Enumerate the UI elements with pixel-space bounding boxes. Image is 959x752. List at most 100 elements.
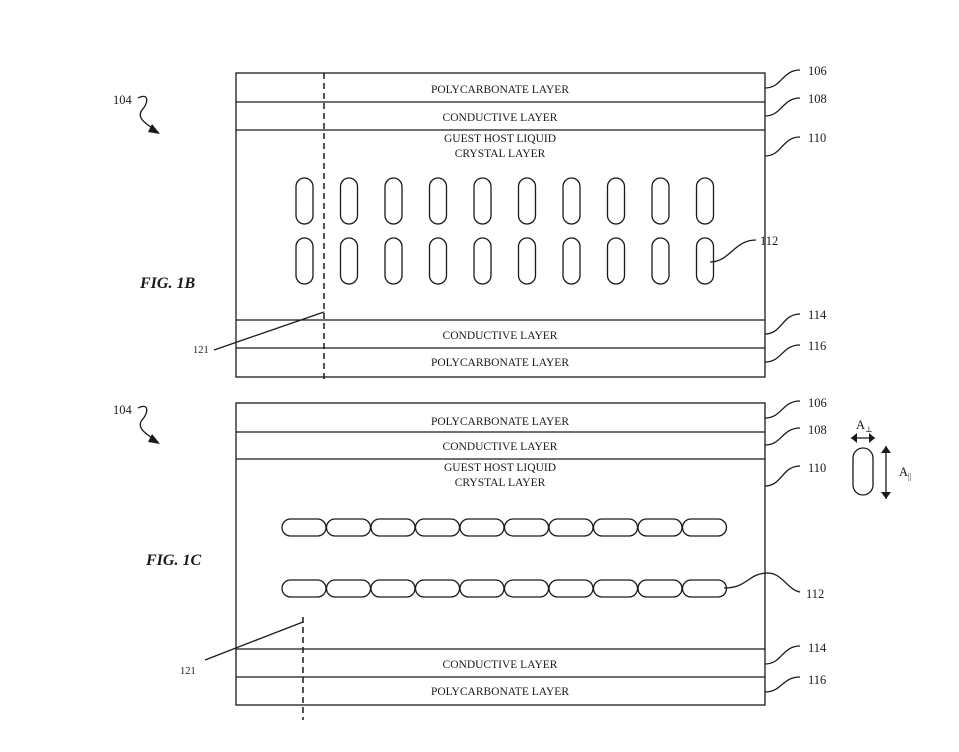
fig1c-leader-121 [204, 621, 304, 661]
liquid-crystal-molecule [325, 518, 372, 537]
liquid-crystal-molecule [695, 237, 715, 285]
fig1b-pointer-arrow [137, 95, 159, 133]
liquid-crystal-molecule [339, 237, 359, 285]
fig1c-label: FIG. 1C [145, 552, 201, 569]
fig1c-leader-114 [764, 645, 801, 665]
fig1c-leader-106 [764, 400, 801, 419]
fig1c-ref-104: 104 [113, 403, 133, 417]
fig1b-layer-lc-line1: GUEST HOST LIQUID [444, 133, 556, 145]
fig1b-ref-121: 121 [193, 345, 209, 356]
liquid-crystal-molecule [295, 177, 314, 225]
fig1b-ref-106: 106 [808, 64, 827, 78]
fig1c-layer-polycarbonate-bottom: POLYCARBONATE LAYER [431, 686, 569, 698]
arrowhead-down-icon [881, 492, 891, 499]
liquid-crystal-molecule [548, 579, 594, 598]
fig1c-molecule-grid [281, 518, 728, 598]
fig1b-leader-110 [764, 136, 801, 157]
liquid-crystal-molecule [384, 177, 403, 225]
fig1b-ref-110: 110 [808, 131, 826, 145]
liquid-crystal-molecule [651, 177, 670, 225]
liquid-crystal-molecule [473, 177, 492, 225]
liquid-crystal-molecule [473, 237, 492, 285]
fig1b-leader-108 [764, 97, 801, 117]
fig1b-molecule-grid [295, 177, 715, 285]
fig1c-layer-lc-line1: GUEST HOST LIQUID [444, 462, 556, 474]
legend-molecule-icon [852, 447, 874, 496]
liquid-crystal-molecule [459, 518, 505, 537]
liquid-crystal-molecule [370, 579, 416, 598]
liquid-crystal-molecule [295, 237, 314, 285]
fig1c-ref-121: 121 [180, 666, 196, 677]
fig1c-pointer-arrow [137, 405, 159, 443]
liquid-crystal-molecule [695, 177, 715, 225]
liquid-crystal-molecule [517, 237, 537, 285]
fig1c-ref-108: 108 [808, 423, 827, 437]
fig1c-ref-114: 114 [808, 641, 827, 655]
liquid-crystal-molecule [414, 518, 461, 537]
liquid-crystal-molecule [637, 518, 683, 537]
liquid-crystal-molecule [414, 579, 461, 598]
fig1b-layer-conductive-bottom: CONDUCTIVE LAYER [443, 330, 558, 342]
liquid-crystal-molecule [548, 518, 594, 537]
arrowhead-left-icon [851, 433, 857, 443]
liquid-crystal-molecule [325, 579, 372, 598]
fig1b-ref-104: 104 [113, 93, 133, 107]
liquid-crystal-molecule [592, 579, 639, 598]
fig1c-ref-112: 112 [806, 587, 824, 601]
arrowhead-up-icon [881, 446, 891, 453]
liquid-crystal-molecule [517, 177, 537, 225]
fig1c-ref-106: 106 [808, 396, 827, 410]
liquid-crystal-molecule [503, 579, 550, 598]
liquid-crystal-molecule [606, 177, 626, 225]
fig1b-leader-121 [213, 311, 325, 351]
liquid-crystal-molecule [428, 177, 448, 225]
fig1b-stack-outline [235, 72, 766, 378]
fig1c-leader-116 [764, 676, 801, 693]
fig1b-leader-112 [709, 239, 757, 263]
fig1b-layer-conductive-top: CONDUCTIVE LAYER [443, 112, 558, 124]
liquid-crystal-molecule [637, 579, 683, 598]
fig1b-layer-polycarbonate-top: POLYCARBONATE LAYER [431, 84, 569, 96]
fig1b-leader-116 [764, 344, 801, 363]
fig1b-ref-108: 108 [808, 92, 827, 106]
liquid-crystal-molecule [339, 177, 359, 225]
liquid-crystal-molecule [651, 237, 670, 285]
liquid-crystal-molecule [681, 579, 728, 598]
fig1b-label: FIG. 1B [139, 275, 195, 292]
liquid-crystal-molecule [592, 518, 639, 537]
figure-1c: POLYCARBONATE LAYER CONDUCTIVE LAYER GUE… [113, 396, 827, 720]
liquid-crystal-molecule [562, 177, 581, 225]
parallel-axis-label: A|| [899, 465, 911, 481]
fig1c-layer-conductive-top: CONDUCTIVE LAYER [443, 441, 558, 453]
fig1c-leader-108 [764, 427, 801, 446]
fig1c-stack-outline [235, 402, 766, 706]
fig1b-ref-112: 112 [760, 234, 778, 248]
fig1c-leader-110 [764, 465, 801, 487]
fig1c-layer-conductive-bottom: CONDUCTIVE LAYER [443, 659, 558, 671]
fig1b-arrowhead-icon [148, 124, 160, 134]
liquid-crystal-molecule [681, 518, 728, 537]
fig1c-layer-polycarbonate-top: POLYCARBONATE LAYER [431, 416, 569, 428]
liquid-crystal-molecule [370, 518, 416, 537]
liquid-crystal-molecule [384, 237, 403, 285]
liquid-crystal-molecule [606, 237, 626, 285]
arrowhead-right-icon [869, 433, 875, 443]
fig1b-ref-114: 114 [808, 308, 827, 322]
liquid-crystal-molecule [459, 579, 505, 598]
fig1b-layer-lc-line2: CRYSTAL LAYER [455, 148, 546, 160]
fig1c-ref-110: 110 [808, 461, 826, 475]
liquid-crystal-molecule [281, 518, 327, 537]
fig1b-layer-polycarbonate-bottom: POLYCARBONATE LAYER [431, 357, 569, 369]
figure-1b: POLYCARBONATE LAYER CONDUCTIVE LAYER GUE… [113, 64, 827, 379]
fig1c-layer-lc-line2: CRYSTAL LAYER [455, 477, 546, 489]
fig1c-ref-116: 116 [808, 673, 826, 687]
fig1c-leader-112 [723, 572, 801, 593]
fig1b-ref-116: 116 [808, 339, 826, 353]
axis-legend: A⊥ A|| [851, 418, 911, 499]
liquid-crystal-molecule [281, 579, 327, 598]
liquid-crystal-molecule [562, 237, 581, 285]
fig1c-arrowhead-icon [148, 434, 160, 444]
liquid-crystal-molecule [503, 518, 550, 537]
